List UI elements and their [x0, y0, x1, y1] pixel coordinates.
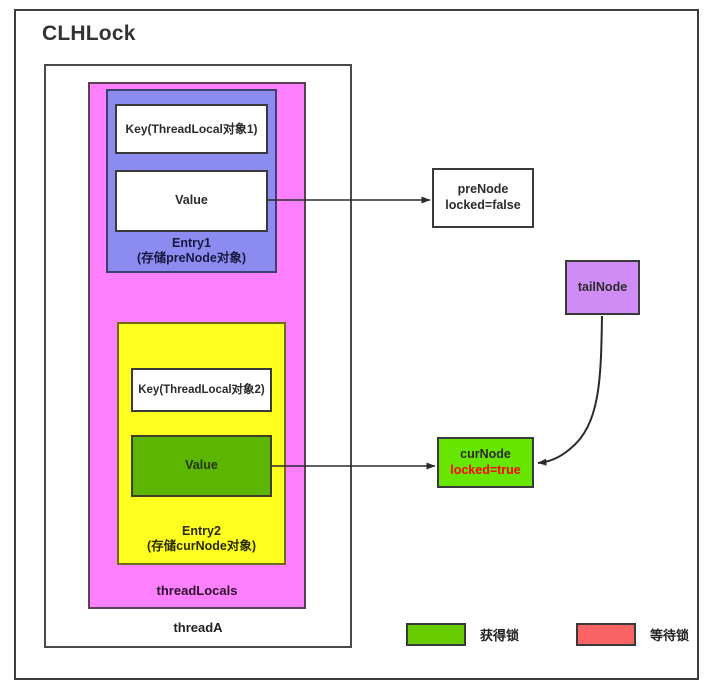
prenode-state: locked=false — [445, 198, 521, 212]
thread-locals-label: threadLocals — [156, 582, 238, 598]
curnode-box: curNode locked=true — [437, 437, 534, 488]
entry1-key-label: Key(ThreadLocal对象1) — [125, 121, 258, 136]
curnode-name: curNode — [460, 446, 511, 461]
tailnode-name: tailNode — [577, 279, 628, 294]
entry2-key-box: Key(ThreadLocal对象2) — [131, 368, 272, 412]
legend: 获得锁 等待锁 — [406, 623, 689, 646]
legend-item-waiting: 等待锁 — [576, 623, 689, 646]
entry2-key-label: Key(ThreadLocal对象2) — [138, 383, 265, 396]
entry2-caption: (存储curNode对象) — [146, 539, 257, 554]
thread-a-label: threadA — [173, 619, 223, 635]
entry1-value-label: Value — [175, 193, 208, 208]
entry2-name: Entry2 — [182, 523, 221, 538]
page-title: CLHLock — [42, 22, 136, 45]
entry1-name: Entry1 — [172, 235, 211, 250]
curnode-state: locked=true — [450, 462, 521, 477]
legend-label-waiting: 等待锁 — [650, 628, 690, 643]
prenode-name: preNode — [457, 182, 509, 197]
legend-item-acquired: 获得锁 — [406, 623, 519, 646]
legend-swatch-acquired — [406, 623, 466, 646]
entry1-value-box: Value — [115, 170, 268, 232]
tailnode-box: tailNode — [565, 260, 640, 315]
entry2-value-label: Value — [185, 458, 218, 473]
entry2-value-box: Value — [131, 435, 272, 497]
entry1-key-box: Key(ThreadLocal对象1) — [115, 104, 268, 154]
legend-label-acquired: 获得锁 — [480, 628, 520, 643]
prenode-box: preNode locked=false — [432, 168, 534, 228]
legend-swatch-waiting — [576, 623, 637, 646]
entry1-caption: (存储preNode对象) — [136, 251, 247, 266]
